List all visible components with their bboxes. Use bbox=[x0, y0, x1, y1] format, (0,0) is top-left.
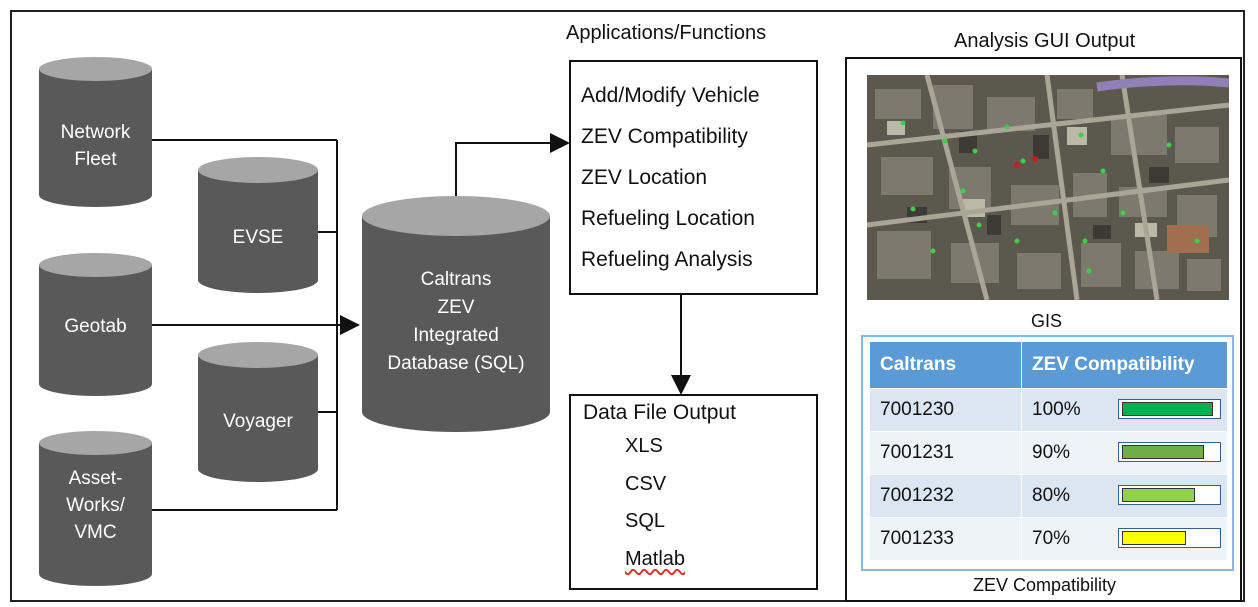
compatibility-bar bbox=[1118, 399, 1221, 419]
network-fleet-label: Network Fleet bbox=[60, 122, 131, 170]
header-caltrans: Caltrans bbox=[869, 341, 1022, 389]
output-xls: XLS bbox=[625, 435, 663, 457]
function-zev-compatibility: ZEV Compatibility bbox=[581, 125, 748, 148]
zev-compatibility-table: Caltrans ZEV Compatibility 7001230 100% … bbox=[869, 341, 1228, 561]
compatibility-cell: 80% bbox=[1021, 474, 1228, 518]
database-label: Caltrans ZEV Integrated Database (SQL) bbox=[387, 269, 525, 374]
compatibility-bar bbox=[1118, 528, 1221, 548]
table-container bbox=[861, 335, 1234, 571]
output-csv: CSV bbox=[625, 472, 667, 495]
output-title: Data File Output bbox=[583, 401, 736, 424]
network-fleet-cylinder: Network Fleet bbox=[39, 57, 152, 207]
compatibility-percent: 90% bbox=[1032, 442, 1071, 463]
table-header-row: Caltrans ZEV Compatibility bbox=[869, 341, 1228, 389]
voyager-cylinder: Voyager bbox=[198, 342, 318, 482]
vehicle-id: 7001231 bbox=[869, 431, 1022, 475]
gis-map-image bbox=[867, 75, 1229, 300]
compatibility-cell: 100% bbox=[1021, 388, 1228, 432]
geotab-label: Geotab bbox=[64, 316, 127, 337]
evse-cylinder: EVSE bbox=[198, 157, 318, 293]
compatibility-percent: 100% bbox=[1032, 399, 1081, 420]
gui-heading: Analysis GUI Output bbox=[954, 30, 1136, 52]
output-matlab: Matlab bbox=[625, 547, 686, 570]
compatibility-bar-fill bbox=[1122, 531, 1186, 545]
compatibility-bar-fill bbox=[1122, 402, 1213, 416]
functions-heading: Applications/Functions bbox=[566, 22, 767, 44]
compatibility-percent: 80% bbox=[1032, 485, 1071, 506]
function-refueling-analysis: Refueling Analysis bbox=[581, 248, 753, 271]
geotab-cylinder: Geotab bbox=[39, 253, 152, 396]
compatibility-bar-fill bbox=[1122, 488, 1195, 502]
gis-caption: GIS bbox=[1031, 311, 1063, 331]
compatibility-percent: 70% bbox=[1032, 528, 1071, 549]
header-zev-compatibility: ZEV Compatibility bbox=[1021, 341, 1228, 389]
table-caption: ZEV Compatibility bbox=[973, 575, 1117, 595]
compatibility-bar bbox=[1118, 485, 1221, 505]
voyager-label: Voyager bbox=[223, 411, 293, 432]
function-zev-location: ZEV Location bbox=[581, 166, 708, 189]
asset-works-cylinder: Asset- Works/ VMC bbox=[39, 431, 152, 586]
compatibility-bar bbox=[1118, 442, 1221, 462]
table-row: 7001231 90% bbox=[869, 431, 1228, 475]
compatibility-bar-fill bbox=[1122, 445, 1204, 459]
evse-label: EVSE bbox=[232, 227, 284, 248]
asset-works-label: Asset- Works/ VMC bbox=[66, 468, 125, 543]
database-cylinder: Caltrans ZEV Integrated Database (SQL) bbox=[362, 196, 550, 432]
compatibility-cell: 70% bbox=[1021, 517, 1228, 561]
function-add-modify-vehicle: Add/Modify Vehicle bbox=[581, 84, 760, 107]
output-box: Data File Output XLS CSV SQL Matlab bbox=[569, 394, 818, 590]
table-row: 7001233 70% bbox=[869, 517, 1228, 561]
compatibility-cell: 90% bbox=[1021, 431, 1228, 475]
table-row: 7001232 80% bbox=[869, 474, 1228, 518]
table-row: 7001230 100% bbox=[869, 388, 1228, 432]
arrow-database-to-functions bbox=[455, 133, 570, 205]
vehicle-id: 7001233 bbox=[869, 517, 1022, 561]
vehicle-id: 7001232 bbox=[869, 474, 1022, 518]
vehicle-id: 7001230 bbox=[869, 388, 1022, 432]
diagram-frame bbox=[10, 10, 1245, 602]
function-refueling-location: Refueling Location bbox=[581, 207, 755, 230]
functions-box: Add/Modify Vehicle ZEV Compatibility ZEV… bbox=[569, 60, 818, 295]
output-sql: SQL bbox=[625, 510, 666, 532]
